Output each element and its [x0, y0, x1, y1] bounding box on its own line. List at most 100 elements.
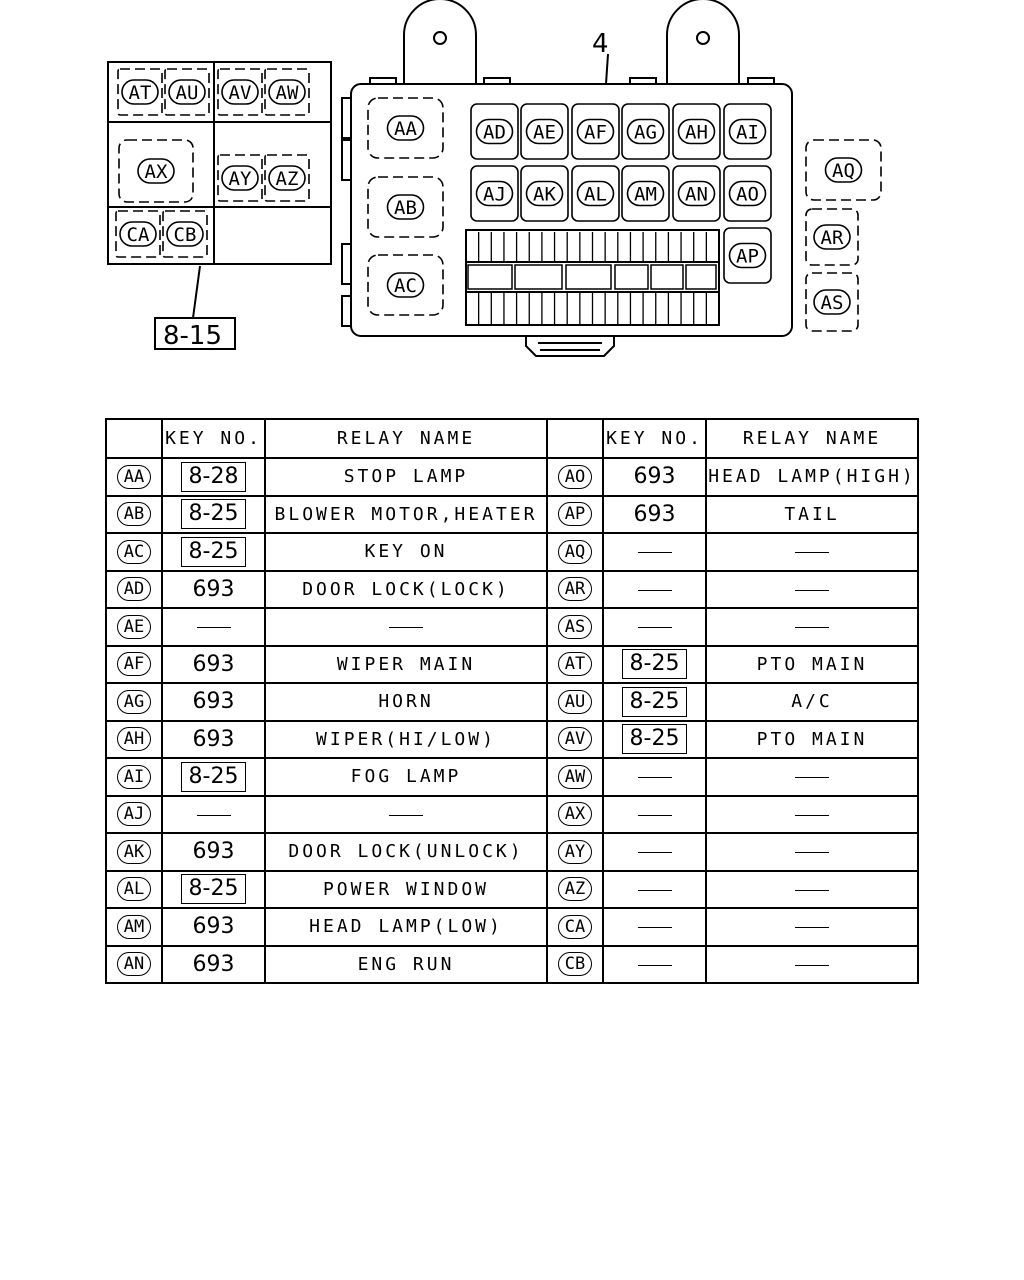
empty-dash — [637, 852, 672, 854]
relay-id-badge: AR — [557, 577, 593, 602]
key-no: 8-25 — [180, 536, 247, 567]
relay-id-badge: CA — [557, 914, 593, 939]
svg-text:AY: AY — [229, 168, 252, 190]
relay-id-badge: AB — [116, 502, 152, 527]
relay-name: PTO MAIN — [756, 728, 868, 750]
relay-id-cell-left: AC — [105, 532, 163, 572]
relay-id-cell-right: AR — [546, 569, 604, 609]
key-no-cell-left: 693 — [161, 644, 266, 684]
relay-ao: AO — [723, 165, 772, 222]
relay-id-cell-left: AI — [105, 757, 163, 797]
key-no-cell-left: 8-25 — [161, 494, 266, 534]
table-row: AK 693 DOOR LOCK(UNLOCK) AY — [105, 832, 919, 872]
relay-name-cell-left — [264, 794, 548, 834]
relay-id-badge: AO — [557, 464, 593, 489]
relay-name-cell-right: HEAD LAMP(HIGH) — [705, 457, 919, 497]
relay-id-cell-left: AL — [105, 869, 163, 909]
relay-ah: AH — [672, 103, 721, 160]
svg-text:AX: AX — [145, 161, 168, 183]
relay-id-cell-right: AV — [546, 719, 604, 759]
relay-id-badge: AV — [557, 727, 593, 752]
key-no: 8-25 — [180, 761, 247, 792]
table-row: AJ AX — [105, 794, 919, 834]
empty-dash — [795, 889, 829, 891]
relay-name: PTO MAIN — [756, 653, 868, 675]
header-key-no-right: KEY NO. — [602, 418, 707, 459]
relay-name: STOP LAMP — [343, 466, 469, 488]
relay-id-cell-right: AS — [546, 607, 604, 647]
relay-id-badge: AW — [557, 764, 593, 789]
relay-id-badge: AX — [557, 802, 593, 827]
relay-id-badge: AL — [116, 877, 152, 902]
key-no-cell-left: 693 — [161, 832, 266, 872]
empty-dash — [196, 814, 231, 816]
empty-dash — [637, 552, 672, 554]
key-no-cell-left — [161, 607, 266, 647]
relay-id-cell-right: AW — [546, 757, 604, 797]
relay-aj: AJ — [470, 165, 519, 222]
key-no-cell-left: 693 — [161, 569, 266, 609]
key-no-cell-left: 693 — [161, 719, 266, 759]
relay-id-cell-left: AH — [105, 719, 163, 759]
empty-dash — [389, 814, 423, 816]
relay-id-badge: AH — [116, 727, 152, 752]
relay-id-badge: AJ — [116, 802, 152, 827]
relay-ac: AC — [367, 254, 444, 316]
relay-id-cell-right: AU — [546, 682, 604, 722]
relay-id-cell-left: AN — [105, 944, 163, 984]
relay-name-cell-left: FOG LAMP — [264, 757, 548, 797]
svg-text:CA: CA — [127, 224, 150, 246]
relay-at: AT — [117, 68, 163, 116]
relay-id-cell-left: AK — [105, 832, 163, 872]
svg-text:AR: AR — [821, 227, 844, 249]
key-no-cell-right: 693 — [602, 494, 707, 534]
relay-id-cell-right: CA — [546, 907, 604, 947]
relay-id-badge: AM — [116, 914, 152, 939]
key-no: 693 — [192, 839, 235, 865]
svg-text:AS: AS — [821, 292, 844, 314]
key-no: 8-25 — [621, 686, 688, 717]
empty-dash — [637, 777, 672, 779]
relay-name: DOOR LOCK(UNLOCK) — [288, 841, 524, 863]
relay-ag: AG — [621, 103, 670, 160]
relay-id-cell-right: AZ — [546, 869, 604, 909]
key-no: 8-28 — [180, 461, 247, 492]
relay-name-cell-left: ENG RUN — [264, 944, 548, 984]
svg-text:CB: CB — [174, 224, 197, 246]
relay-name-cell-left — [264, 607, 548, 647]
relay-id-cell-right: AY — [546, 832, 604, 872]
svg-text:AA: AA — [394, 118, 417, 140]
svg-text:AJ: AJ — [483, 184, 506, 206]
relay-as: AS — [805, 272, 859, 332]
relay-am: AM — [621, 165, 670, 222]
relay-id-badge: AZ — [557, 877, 593, 902]
empty-dash — [389, 627, 423, 629]
relay-name-cell-left: STOP LAMP — [264, 457, 548, 497]
key-no-cell-right — [602, 569, 707, 609]
key-no: 693 — [633, 464, 676, 490]
empty-dash — [637, 814, 672, 816]
key-no-cell-left: 693 — [161, 944, 266, 984]
header-key-no-left: KEY NO. — [161, 418, 266, 459]
relay-ar: AR — [805, 208, 859, 266]
relay-aa: AA — [367, 97, 444, 159]
relay-name: ENG RUN — [357, 953, 455, 975]
relay-name-cell-right: PTO MAIN — [705, 719, 919, 759]
relay-id-cell-right: AO — [546, 457, 604, 497]
relay-cb: CB — [162, 210, 208, 258]
relay-id-badge: AF — [116, 652, 152, 677]
svg-text:AM: AM — [634, 184, 657, 206]
empty-dash — [795, 927, 829, 929]
svg-text:AQ: AQ — [832, 160, 855, 182]
key-no-cell-right: 8-25 — [602, 719, 707, 759]
relay-name-cell-right — [705, 794, 919, 834]
svg-text:AK: AK — [533, 184, 556, 206]
relay-af: AF — [571, 103, 620, 160]
relay-id-badge: AN — [116, 952, 152, 977]
svg-text:AT: AT — [129, 82, 152, 104]
